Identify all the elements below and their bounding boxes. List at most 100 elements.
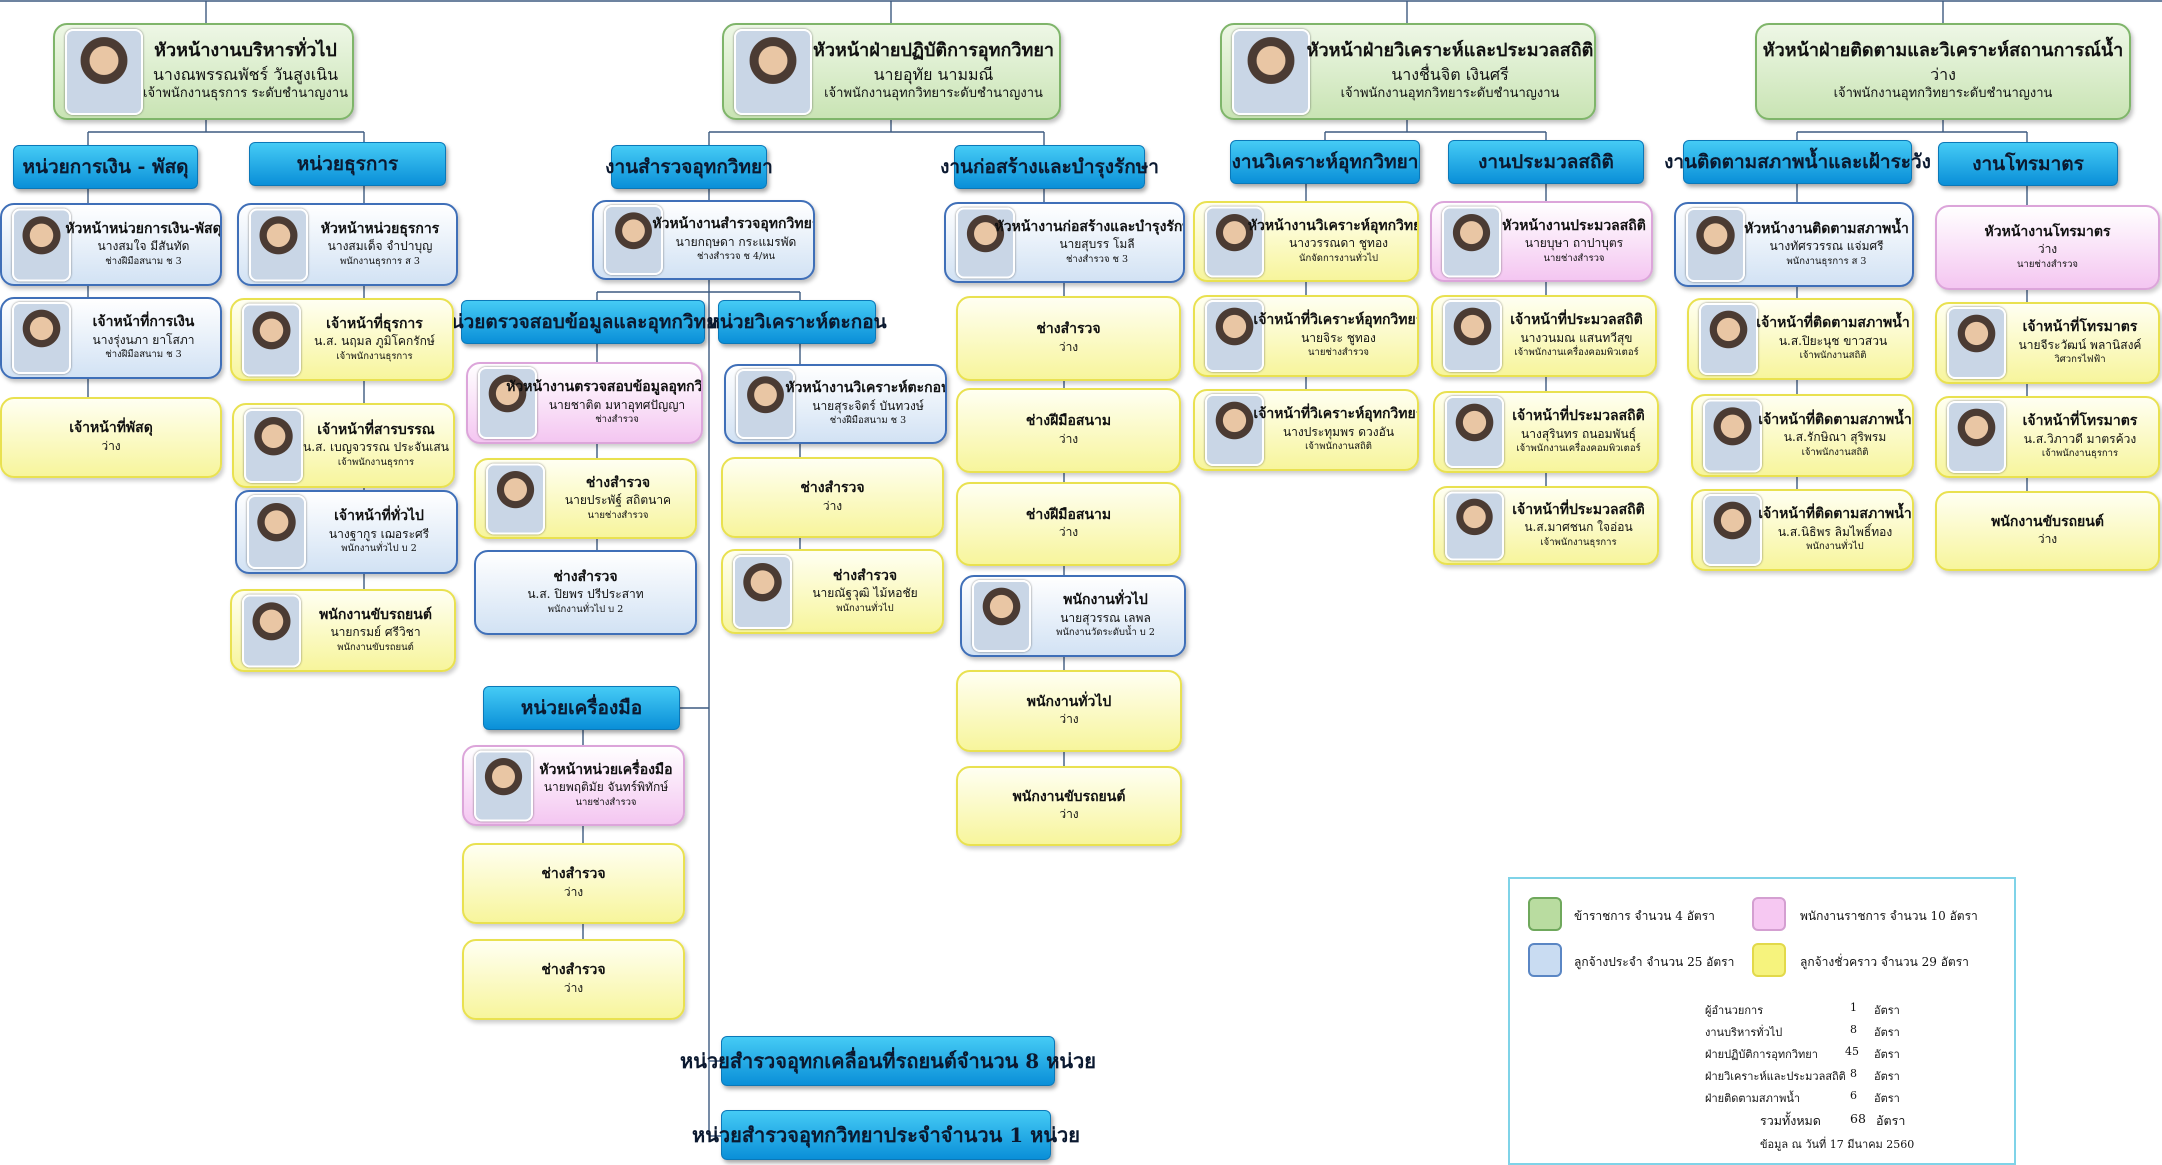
person-photo — [733, 554, 792, 629]
person-name: นางทัศรวรรณ แจ่มศรี — [1769, 239, 1884, 254]
card-text: หัวหน้างานวิเคราะห์อุทกวิทยานางวรรณดา ชู… — [1248, 203, 1417, 280]
job-position: เจ้าพนักงานเครื่องคอมพิวเตอร์ — [1514, 347, 1639, 359]
card-text: หัวหน้าหน่วยธุรการนางสมเด็จ จำปาบุญพนักง… — [310, 205, 450, 284]
person-photo — [1205, 300, 1264, 372]
card-text: หัวหน้างานบริหารทั่วไปนางณพรรณพัชร์ วันส… — [143, 25, 348, 118]
unit-mobile-survey-header: หน่วยสำรวจอุทกเคลื่อนที่รถยนต์จำนวน 8 หน… — [680, 1036, 1096, 1086]
person-name: นางสุรินทร ถนอมพันธุ์ — [1521, 426, 1636, 441]
job-position: นายช่างสำรวจ — [1543, 252, 1605, 264]
summary-count: 8 — [1850, 1067, 1857, 1080]
summary-label: ผู้อำนวยการ — [1705, 1004, 1764, 1017]
legend: ข้าราชการ จำนวน 4 อัตรา พนักงานราชการ จำ… — [1508, 877, 2016, 1165]
card-text: เจ้าหน้าที่ธุรการน.ส. นฤมล ภูมิโคกรักษ์เ… — [303, 300, 446, 379]
job-position: เจ้าพนักงานธุรการ — [1540, 536, 1617, 548]
card-text: เจ้าหน้าที่วิเคราะห์อุทกวิทยานางประทุมพร… — [1253, 391, 1417, 469]
total-label: รวมทั้งหมด — [1760, 1113, 1821, 1128]
person-photo — [242, 303, 301, 376]
summary-count: 6 — [1850, 1089, 1857, 1102]
finance-head-card: หัวหน้าหน่วยการเงิน-พัสดุนางสมใจ มีสันทั… — [0, 203, 222, 286]
card-text: หัวหน้าหน่วยการเงิน-พัสดุนางสมใจ มีสันทั… — [65, 205, 220, 284]
position-title: หัวหน้าหน่วยการเงิน-พัสดุ — [65, 220, 222, 237]
survey-head-card: หัวหน้างานสำรวจอุทกวิทยานายกฤษดา กระแมรพ… — [592, 200, 815, 280]
card-text: เจ้าหน้าที่โทรมาตรนายจีระวัฒน์ พลานิสงค์… — [2008, 304, 2152, 382]
division-head-card: หัวหน้าฝ่ายติดตามและวิเคราะห์สถานการณ์น้… — [1755, 23, 2131, 120]
position-title: หัวหน้างานติดตามสภาพน้ำ — [1744, 220, 1909, 237]
person-name: น.ส. นฤมล ภูมิโคกรักษ์ — [314, 334, 435, 349]
job-position: เจ้าพนักงานธุรการ — [2041, 448, 2119, 460]
general-officer-card: เจ้าหน้าที่ทั่วไปนางฐากูร เฌอระศรีพนักงา… — [235, 490, 458, 574]
card-text: เจ้าหน้าที่วิเคราะห์อุทกวิทยานายจิระ ชูท… — [1253, 297, 1417, 375]
admin-officer-card: เจ้าหน้าที่ธุรการน.ส. นฤมล ภูมิโคกรักษ์เ… — [230, 298, 454, 381]
person-photo — [1703, 399, 1762, 472]
telemetry-officer-card: เจ้าหน้าที่โทรมาตรนายจีระวัฒน์ พลานิสงค์… — [1935, 302, 2160, 384]
summary-count: 8 — [1850, 1023, 1857, 1036]
position-title: เจ้าหน้าที่พัสดุ — [69, 420, 153, 437]
division-head-card: หัวหน้างานบริหารทั่วไปนางณพรรณพัชร์ วันส… — [53, 23, 354, 120]
admin-driver-card: พนักงานขับรถยนต์นายกรมย์ ศรีวิชาพนักงานข… — [230, 589, 456, 672]
job-position: พนักงานธุรการ ส 3 — [340, 255, 420, 267]
job-position: เจ้าพนักงานสถิติ — [1799, 350, 1867, 362]
person-photo — [12, 302, 71, 374]
job-position: เจ้าพนักงานธุรการ — [336, 350, 413, 362]
position-title: หัวหน้าหน่วยเครื่องมือ — [539, 761, 673, 778]
card-text: หัวหน้าฝ่ายวิเคราะห์และประมวลสถิตินางชื่… — [1307, 25, 1594, 118]
person-name: นางวรรณดา ชูทอง — [1288, 236, 1389, 251]
construction-head-card: หัวหน้างานก่อสร้างและบำรุงรักษานายสุบรร … — [944, 202, 1185, 283]
person-photo — [249, 208, 308, 281]
position-title: พนักงานขับรถยนต์ — [1012, 788, 1126, 805]
job-position: เจ้าพนักงานอุทกวิทยาระดับชำนาญงาน — [824, 85, 1043, 101]
monitoring-head-card: หัวหน้างานติดตามสภาพน้ำนางทัศรวรรณ แจ่มศ… — [1674, 202, 1914, 287]
position-title: พนักงานทั่วไป — [1063, 592, 1148, 609]
position-title: เจ้าหน้าที่การเงิน — [92, 314, 195, 331]
person-photo — [1686, 207, 1745, 282]
card-text: ช่างสำรวจนายประพัฐ์ สถิตนาคนายช่างสำรวจ — [547, 460, 689, 537]
position-title: หัวหน้างานตรวจสอบข้อมูลอุทกวิทยา — [506, 379, 703, 396]
card-text: เจ้าหน้าที่ติดตามสภาพน้ำน.ส.รักษิณา สุริ… — [1758, 396, 1911, 475]
person-photo — [486, 463, 545, 534]
finance-officer-card: เจ้าหน้าที่การเงินนางรุ่งนภา ยาโสภาช่างฝ… — [0, 297, 222, 379]
card-text: ช่างฝีมือสนามว่าง — [964, 484, 1173, 564]
job-position: ช่างสำรวจ ช 3 — [1065, 253, 1129, 265]
position-title: หัวหน้าหน่วยธุรการ — [320, 220, 440, 237]
job-position: พนักงานขับรถยนต์ — [337, 641, 414, 653]
construction-craftsman-card: ช่างฝีมือสนามว่าง — [956, 388, 1181, 473]
person-photo — [736, 369, 795, 439]
position-title: หัวหน้างานวิเคราะห์อุทกวิทยา — [1247, 217, 1419, 234]
person-photo — [242, 594, 301, 667]
card-text: เจ้าหน้าที่ติดตามสภาพน้ำน.ส.ปิยะนุช ขาวส… — [1756, 300, 1909, 378]
person-name: น.ส.วิภาวดี มาตรค้วง — [2023, 431, 2137, 446]
position-title: เจ้าหน้าที่โทรมาตร — [2022, 413, 2138, 430]
job-position: นายช่างสำรวจ — [1308, 347, 1369, 359]
position-title: เจ้าหน้าที่วิเคราะห์อุทกวิทยา — [1253, 406, 1419, 423]
section-hydro-analysis-header: งานวิเคราะห์อุทกวิทยา — [1230, 140, 1420, 184]
position-title: หัวหน้าฝ่ายวิเคราะห์และประมวลสถิติ — [1306, 40, 1594, 62]
person-name: ว่าง — [2037, 532, 2058, 547]
summary-unit: อัตรา — [1874, 1070, 1900, 1083]
data-check-surveyor-card: ช่างสำรวจน.ส. ปิยพร ปรีประสาทพนักงานทั่ว… — [474, 550, 697, 635]
summary-label: ฝ่ายวิเคราะห์และประมวลสถิติ — [1705, 1070, 1846, 1083]
job-position: เจ้าพนักงานเครื่องคอมพิวเตอร์ — [1516, 443, 1641, 455]
statistics-officer-card: เจ้าหน้าที่ประมวลสถิตินางสุรินทร ถนอมพัน… — [1433, 391, 1659, 473]
position-title: ช่างฝีมือสนาม — [1025, 413, 1112, 430]
person-photo — [1947, 307, 2006, 379]
analysis-head-card: หัวหน้างานวิเคราะห์อุทกวิทยานางวรรณดา ชู… — [1193, 201, 1419, 282]
card-text: เจ้าหน้าที่ประมวลสถิตินางสุรินทร ถนอมพัน… — [1506, 393, 1651, 471]
person-name: ว่าง — [822, 498, 843, 513]
job-position: ช่างฝีมือสนาม ช 3 — [105, 349, 182, 361]
unit-admin-header: หน่วยธุรการ — [249, 142, 446, 186]
summary-unit: อัตรา — [1874, 1048, 1900, 1061]
person-name: นายสุวรรณ เลพล — [1060, 610, 1151, 625]
person-name: นายณัฐวุฒิ ไม้หอชัย — [812, 586, 918, 601]
unit-instrument-header: หน่วยเครื่องมือ — [483, 686, 680, 730]
construction-surveyor-card: ช่างสำรวจว่าง — [956, 296, 1181, 381]
job-position: ช่างสำรวจ ช 4/หน — [696, 251, 776, 263]
person-name: นางณพรรณพัชร์ วันสูงเนิน — [152, 64, 339, 84]
telemetry-officer-card: เจ้าหน้าที่โทรมาตรน.ส.วิภาวดี มาตรค้วงเจ… — [1935, 396, 2160, 478]
person-name: นายสุระจิตร์ บันทวงษ์ — [812, 398, 924, 413]
telemetry-driver-card: พนักงานขับรถยนต์ว่าง — [1935, 491, 2160, 571]
card-text: หัวหน้างานประมวลสถิตินายบุษา ถาปาบุตรนาย… — [1502, 203, 1646, 280]
person-photo — [1205, 206, 1264, 277]
person-name: นางสมเด็จ จำปาบุญ — [327, 239, 433, 254]
position-title: ช่างสำรวจ — [832, 567, 898, 584]
person-name: น.ส.นิธิพร ลิมไพธิ์ทอง — [1777, 524, 1893, 539]
